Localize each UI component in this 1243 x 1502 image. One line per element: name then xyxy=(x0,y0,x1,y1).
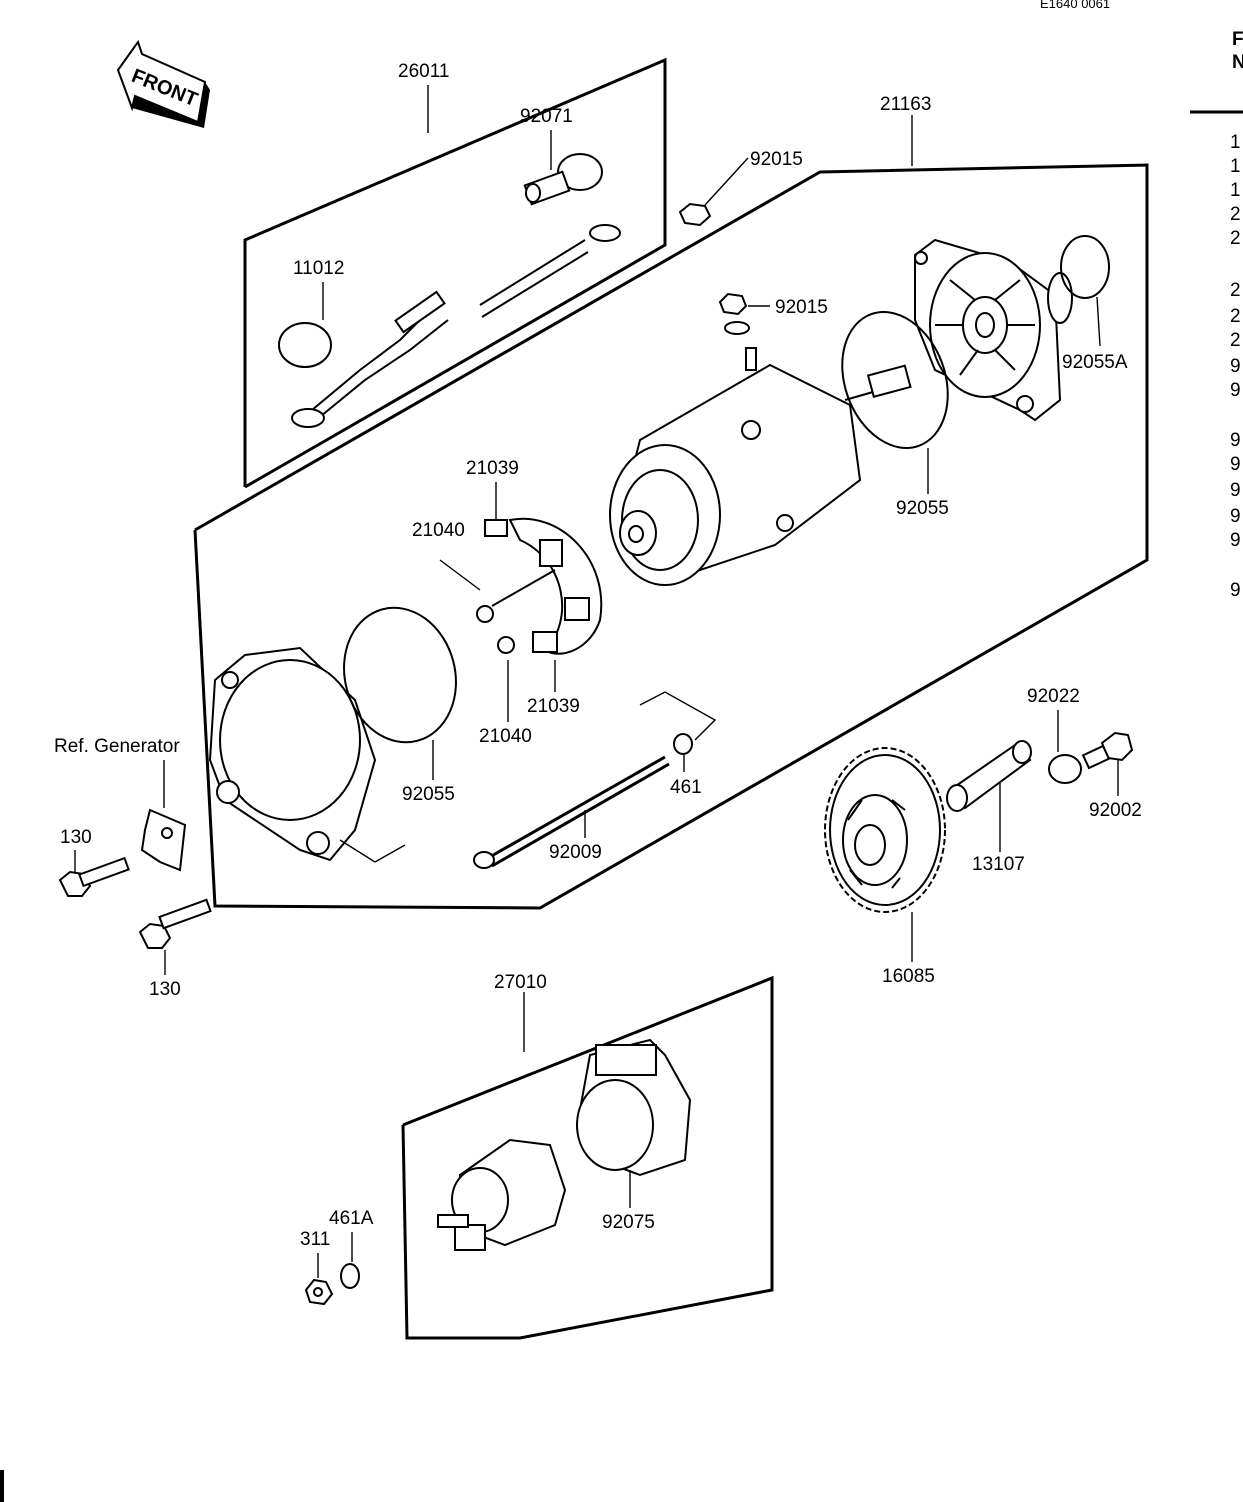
table-row: 1 xyxy=(1230,132,1241,153)
part-11012: 11012 xyxy=(293,258,344,279)
nut-icon xyxy=(678,202,712,227)
part-13107: 13107 xyxy=(972,854,1025,875)
wiring-kit-box xyxy=(243,57,667,489)
idle-gear-icon xyxy=(824,747,946,913)
table-row: 9 xyxy=(1230,580,1241,601)
bolt-130-b-icon xyxy=(138,898,212,949)
table-row: 9 xyxy=(1230,356,1241,377)
table-row: 9 xyxy=(1230,380,1241,401)
lock-washer-461A-icon xyxy=(340,1263,360,1289)
table-row: 2 xyxy=(1230,280,1241,301)
o-ring-front-icon xyxy=(343,606,457,744)
table-row: 1 xyxy=(1230,156,1241,177)
part-130-b: 130 xyxy=(149,979,181,1000)
part-21039-b: 21039 xyxy=(527,696,580,717)
table-row: 2 xyxy=(1230,228,1241,249)
table-row: 9 xyxy=(1230,454,1241,475)
table-header-char-2: N xyxy=(1232,52,1243,73)
starter-motor-box xyxy=(193,115,1149,910)
front-cover-icon xyxy=(208,646,406,863)
part-92022: 92022 xyxy=(1027,686,1080,707)
table-header-char-1: F xyxy=(1232,29,1243,50)
table-row: 2 xyxy=(1230,306,1241,327)
washer-92022-icon xyxy=(1048,754,1082,784)
end-cover-icon xyxy=(914,238,1073,422)
front-arrow-icon: FRONT xyxy=(116,39,210,128)
terminal-cap-icon xyxy=(523,153,603,206)
table-row: 9 xyxy=(1230,430,1241,451)
part-21040-b: 21040 xyxy=(479,726,532,747)
part-461A: 461A xyxy=(329,1208,374,1229)
parts-table-cropped: F N 1 1 1 2 2 2 2 2 9 9 9 9 9 9 9 9 xyxy=(1190,29,1243,601)
page-edge-mark xyxy=(0,1470,4,1502)
part-92009: 92009 xyxy=(549,842,602,863)
part-92071: 92071 xyxy=(520,106,573,127)
o-ring-92055A-icon xyxy=(1060,235,1110,299)
washer-461-icon xyxy=(673,733,693,755)
part-130-a: 130 xyxy=(60,827,92,848)
part-92002: 92002 xyxy=(1089,800,1142,821)
motor-yoke-icon xyxy=(609,347,912,586)
table-row: 9 xyxy=(1230,480,1241,501)
part-27010: 27010 xyxy=(494,972,547,993)
wire-harness-icon xyxy=(278,224,621,428)
part-92055-a: 92055 xyxy=(896,498,949,519)
part-21039-a: 21039 xyxy=(466,458,519,479)
part-21040-a: 21040 xyxy=(412,520,465,541)
brush-plate-icon xyxy=(476,517,603,655)
nut-311-icon xyxy=(304,1278,334,1306)
part-461: 461 xyxy=(670,777,702,798)
part-21163: 21163 xyxy=(880,94,931,115)
table-row: 2 xyxy=(1230,204,1241,225)
table-row: 9 xyxy=(1230,506,1241,527)
table-row: 9 xyxy=(1230,530,1241,551)
ref-generator-label: Ref. Generator xyxy=(54,736,180,757)
cover-92075-icon xyxy=(576,1038,692,1177)
part-92015-b: 92015 xyxy=(775,297,828,318)
solenoid-box xyxy=(401,975,774,1340)
through-bolt-icon xyxy=(473,755,670,869)
part-92055-b: 92055 xyxy=(402,784,455,805)
bolt-130-a-icon xyxy=(58,856,130,897)
part-92015-a: 92015 xyxy=(750,149,803,170)
part-92055A: 92055A xyxy=(1062,352,1128,373)
o-ring-rear-icon xyxy=(841,311,949,449)
bolt-92002-icon xyxy=(1081,731,1134,770)
table-row: 2 xyxy=(1230,330,1241,351)
part-26011: 26011 xyxy=(398,61,449,82)
drawing-code: E1640 0061 xyxy=(1040,0,1110,11)
part-311: 311 xyxy=(300,1229,330,1250)
solenoid-icon xyxy=(437,1138,567,1251)
part-16085: 16085 xyxy=(882,966,935,987)
shaft-icon xyxy=(946,740,1032,812)
table-row: 1 xyxy=(1230,180,1241,201)
nut-washer-icon xyxy=(718,292,750,335)
bracket-icon xyxy=(140,808,187,872)
part-92075: 92075 xyxy=(602,1212,655,1233)
